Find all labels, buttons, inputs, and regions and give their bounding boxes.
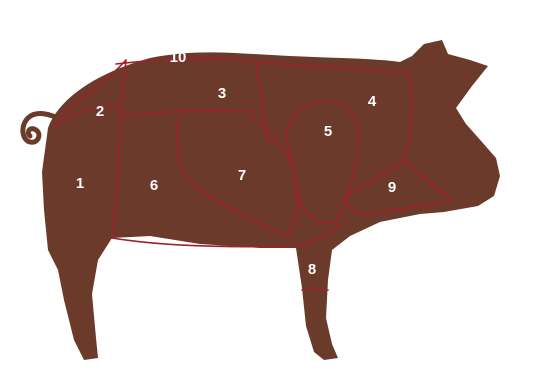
cut-label-5: 5 (324, 123, 332, 140)
cut-label-9: 9 (388, 179, 396, 196)
cut-label-2: 2 (96, 103, 104, 120)
cut-label-3: 3 (218, 85, 226, 102)
cut-label-4: 4 (368, 93, 377, 110)
cut-label-6: 6 (150, 177, 158, 194)
pig-body-silhouette (42, 40, 500, 360)
cut-label-10: 10 (170, 49, 187, 66)
cut-label-8: 8 (308, 261, 316, 278)
cut-label-7: 7 (238, 167, 246, 184)
cut-label-1: 1 (76, 175, 84, 192)
